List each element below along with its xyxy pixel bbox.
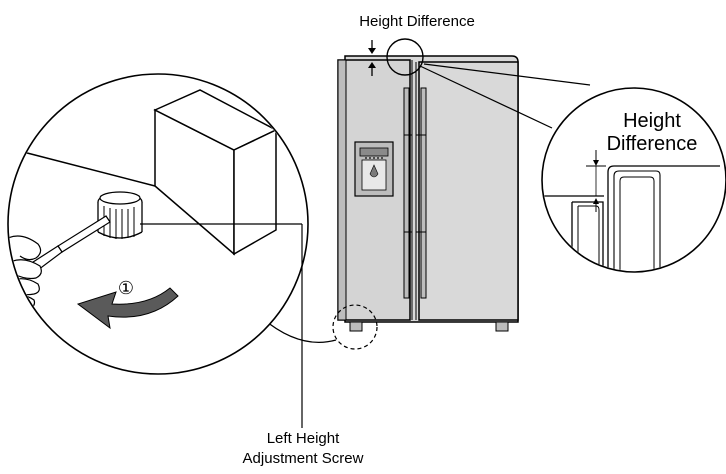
zoomed-door-edge xyxy=(543,150,720,271)
fridge-handle xyxy=(420,87,427,299)
right-zoom-callout: Height Difference xyxy=(419,63,726,273)
top-height-arrows xyxy=(368,40,376,76)
rotation-arrow xyxy=(76,287,179,330)
step-marker: ① xyxy=(118,278,134,298)
cabinet-corner xyxy=(9,89,278,256)
foot-highlight xyxy=(332,304,378,350)
water-dispenser xyxy=(354,141,394,197)
right-zoom-circle xyxy=(541,87,726,273)
refrigerator xyxy=(337,55,519,332)
top-corner-highlight xyxy=(386,38,424,76)
adjustment-screw xyxy=(97,191,143,239)
left-foot xyxy=(349,321,363,332)
fridge-door xyxy=(418,61,519,321)
zoom-title-line2: Difference xyxy=(607,133,698,155)
screw-label-line1: Left Height xyxy=(267,430,340,447)
zoom-title-line1: Height xyxy=(623,110,681,132)
freezer-handle xyxy=(403,87,410,299)
right-foot xyxy=(495,321,509,332)
screw-leader-line xyxy=(140,223,303,428)
door-edge-shade xyxy=(337,59,347,321)
screw-label-line2: Adjustment Screw xyxy=(243,450,364,467)
top-title: Height Difference xyxy=(359,13,475,30)
